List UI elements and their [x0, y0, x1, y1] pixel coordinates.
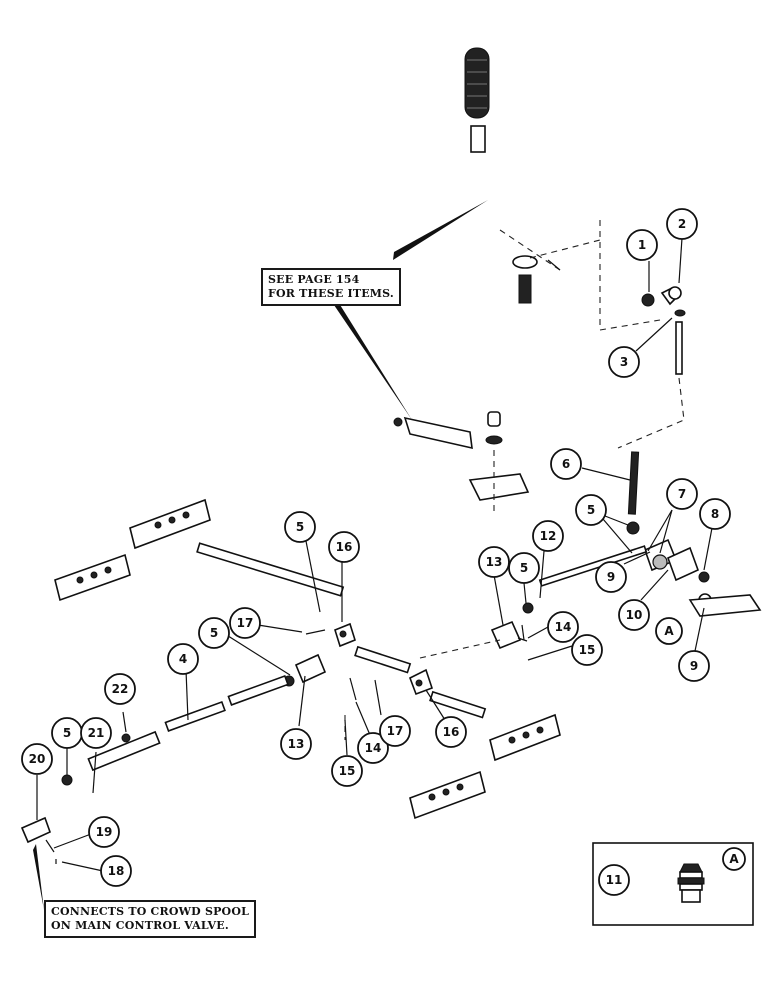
- svg-text:5: 5: [587, 503, 595, 517]
- callout-1: 1: [626, 229, 658, 261]
- svg-text:5: 5: [296, 520, 304, 534]
- svg-text:12: 12: [540, 529, 557, 543]
- svg-text:5: 5: [210, 626, 218, 640]
- callout-18: 18: [100, 855, 132, 887]
- callout-15: 15: [331, 755, 363, 787]
- callout-17: 17: [379, 715, 411, 747]
- callout-7: 7: [666, 478, 698, 510]
- svg-text:21: 21: [88, 726, 105, 740]
- callout-2: 2: [666, 208, 698, 240]
- svg-text:16: 16: [336, 540, 353, 554]
- callout-A: A: [655, 617, 683, 645]
- callout-14: 14: [357, 732, 389, 764]
- svg-text:7: 7: [678, 487, 686, 501]
- right-linkage: [626, 521, 762, 617]
- connects-line-1: CONNECTS TO CROWD SPOOL: [51, 905, 250, 918]
- clevis-13-right: [490, 620, 522, 650]
- svg-text:A: A: [729, 852, 739, 866]
- svg-text:15: 15: [579, 643, 596, 657]
- long-rod-5: [196, 542, 345, 597]
- callout-10: 10: [618, 599, 650, 631]
- ball-joint-assembly: [641, 286, 686, 375]
- see-page-line-2: FOR THESE ITEMS.: [268, 287, 394, 300]
- callout-5: 5: [51, 717, 83, 749]
- svg-text:5: 5: [520, 561, 528, 575]
- callout-13: 13: [478, 546, 510, 578]
- svg-text:4: 4: [179, 652, 187, 666]
- fitting-icon: [677, 863, 705, 903]
- callout-8: 8: [699, 498, 731, 530]
- callout-16: 16: [435, 716, 467, 748]
- svg-text:3: 3: [620, 355, 628, 369]
- svg-text:14: 14: [555, 620, 572, 634]
- detail-letter-a: A: [722, 847, 746, 871]
- svg-text:15: 15: [339, 764, 356, 778]
- mounting-plates: [54, 498, 561, 820]
- leader-lines: [33, 200, 713, 910]
- callout-20: 20: [21, 743, 53, 775]
- upper-bracket: [393, 411, 530, 515]
- callout-19: 19: [88, 816, 120, 848]
- svg-text:10: 10: [626, 608, 643, 622]
- svg-text:16: 16: [443, 725, 460, 739]
- see-page-note: SEE PAGE 154 FOR THESE ITEMS.: [261, 268, 401, 306]
- svg-text:22: 22: [112, 682, 129, 696]
- left-linkage: [20, 653, 357, 864]
- callout-12: 12: [532, 520, 564, 552]
- callout-17: 17: [229, 607, 261, 639]
- callout-group: 1 2 3 6 5 7 8 12 13 5 9 10 A 9 14 15 5 1…: [21, 208, 731, 887]
- svg-text:20: 20: [29, 752, 46, 766]
- svg-text:13: 13: [288, 737, 305, 751]
- svg-text:18: 18: [108, 864, 125, 878]
- callout-6: 6: [550, 448, 582, 480]
- svg-text:2: 2: [678, 217, 686, 231]
- callout-5: 5: [198, 617, 230, 649]
- svg-text:17: 17: [237, 616, 254, 630]
- svg-text:5: 5: [63, 726, 71, 740]
- callout-4: 4: [167, 643, 199, 675]
- callout-5: 5: [284, 511, 316, 543]
- svg-text:A: A: [664, 624, 674, 638]
- rod-12: [538, 545, 648, 587]
- see-page-line-1: SEE PAGE 154: [268, 273, 360, 286]
- callout-11: 11: [598, 864, 630, 896]
- rod-6: [627, 451, 640, 515]
- svg-text:11: 11: [606, 873, 623, 887]
- svg-text:19: 19: [96, 825, 113, 839]
- detail-a-box: A 11: [592, 842, 754, 926]
- callout-9: 9: [595, 561, 627, 593]
- control-lever: [464, 47, 538, 304]
- callout-14: 14: [547, 611, 579, 643]
- svg-text:1: 1: [638, 238, 646, 252]
- svg-text:14: 14: [365, 741, 382, 755]
- callout-5: 5: [508, 552, 540, 584]
- callout-3: 3: [608, 346, 640, 378]
- connects-line-2: ON MAIN CONTROL VALVE.: [51, 919, 229, 932]
- svg-text:9: 9: [607, 570, 615, 584]
- svg-text:17: 17: [387, 724, 404, 738]
- svg-text:13: 13: [486, 555, 503, 569]
- callout-13: 13: [280, 728, 312, 760]
- callout-15: 15: [571, 634, 603, 666]
- callout-5: 5: [575, 494, 607, 526]
- callout-16: 16: [328, 531, 360, 563]
- callout-9: 9: [678, 650, 710, 682]
- callout-22: 22: [104, 673, 136, 705]
- callout-21: 21: [80, 717, 112, 749]
- svg-text:6: 6: [562, 457, 570, 471]
- connects-note: CONNECTS TO CROWD SPOOL ON MAIN CONTROL …: [44, 900, 257, 938]
- svg-text:9: 9: [690, 659, 698, 673]
- svg-text:8: 8: [711, 507, 719, 521]
